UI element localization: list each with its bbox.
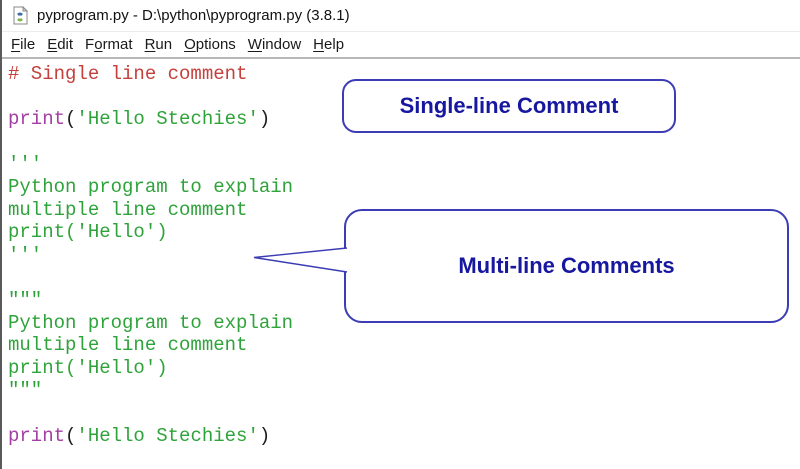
code-token-string: 'Hello Stechies' — [76, 424, 259, 447]
window-titlebar[interactable]: pyprogram.py - D:\python\pyprogram.py (3… — [2, 0, 800, 32]
code-token-plain: ) — [258, 108, 271, 131]
code-line: ''' — [8, 153, 800, 176]
code-token-keyword: print — [8, 108, 66, 131]
code-line: print('Hello Stechies') — [8, 425, 800, 448]
callout-single-line-comment: Single-line Comment — [342, 79, 676, 133]
code-line: # Single line comment — [8, 63, 800, 86]
code-token-comment: # Single line comment — [8, 63, 248, 85]
menu-bar: File Edit Format Run Options Window Help — [2, 32, 800, 59]
code-line: Python program to explain — [8, 312, 800, 335]
code-token-string: print('Hello') — [8, 356, 168, 379]
callout-tail-pointer — [253, 247, 348, 273]
menu-item-help[interactable]: Help — [313, 36, 345, 53]
code-token-string: Python program to explain — [8, 175, 294, 198]
code-line: multiple line comment — [8, 199, 800, 222]
code-token-string: multiple line comment — [8, 334, 248, 357]
code-token-string: Python program to explain — [8, 311, 294, 334]
code-line: print('Hello') — [8, 221, 800, 244]
menu-item-run[interactable]: Run — [144, 36, 173, 53]
callout-single-line-label: Single-line Comment — [399, 93, 619, 118]
code-line: print('Hello Stechies') — [8, 108, 800, 131]
callout-multi-line-label: Multi-line Comments — [458, 253, 675, 278]
menu-item-edit[interactable]: Edit — [47, 36, 74, 53]
code-line: Python program to explain — [8, 176, 800, 199]
code-line: """ — [8, 379, 800, 402]
code-token-string: multiple line comment — [8, 198, 248, 221]
code-token-keyword: print — [8, 424, 66, 447]
code-token-string: print('Hello') — [8, 221, 168, 244]
code-line: print('Hello') — [8, 357, 800, 380]
code-line — [8, 402, 800, 425]
code-token-string: 'Hello Stechies' — [76, 108, 259, 131]
code-token-string: """ — [8, 288, 43, 311]
callout-multi-line-comments: Multi-line Comments — [344, 209, 789, 323]
menu-item-file[interactable]: File — [11, 36, 36, 53]
menu-item-format[interactable]: Format — [85, 36, 133, 53]
code-token-string: ''' — [8, 153, 43, 176]
code-line: """ — [8, 289, 800, 312]
window-title: pyprogram.py - D:\python\pyprogram.py (3… — [37, 7, 350, 24]
code-line — [8, 131, 800, 154]
code-line: ''' — [8, 244, 800, 267]
code-token-string: """ — [8, 379, 43, 402]
code-token-plain: ( — [65, 108, 77, 131]
menu-item-window[interactable]: Window — [247, 36, 302, 53]
code-token-plain: ) — [258, 424, 271, 447]
code-token-string: ''' — [8, 243, 43, 266]
code-line: multiple line comment — [8, 334, 800, 357]
menu-item-options[interactable]: Options — [184, 36, 236, 53]
code-token-plain: ( — [65, 424, 77, 447]
python-file-icon — [13, 6, 29, 25]
